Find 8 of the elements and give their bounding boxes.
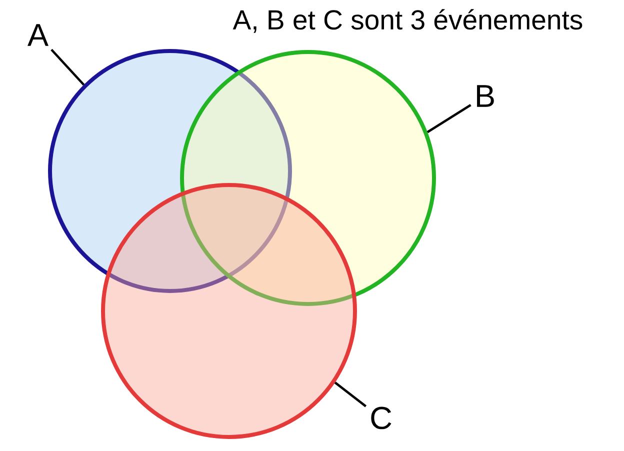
- leader-line: [426, 104, 472, 134]
- set-label: C: [371, 406, 392, 430]
- set-label: B: [477, 85, 494, 107]
- set-label: A: [28, 24, 48, 46]
- leader-line: [334, 382, 367, 408]
- set-circle: [101, 183, 357, 439]
- leader-line: [50, 48, 85, 86]
- title: A, B et C sont 3 événements: [232, 9, 582, 33]
